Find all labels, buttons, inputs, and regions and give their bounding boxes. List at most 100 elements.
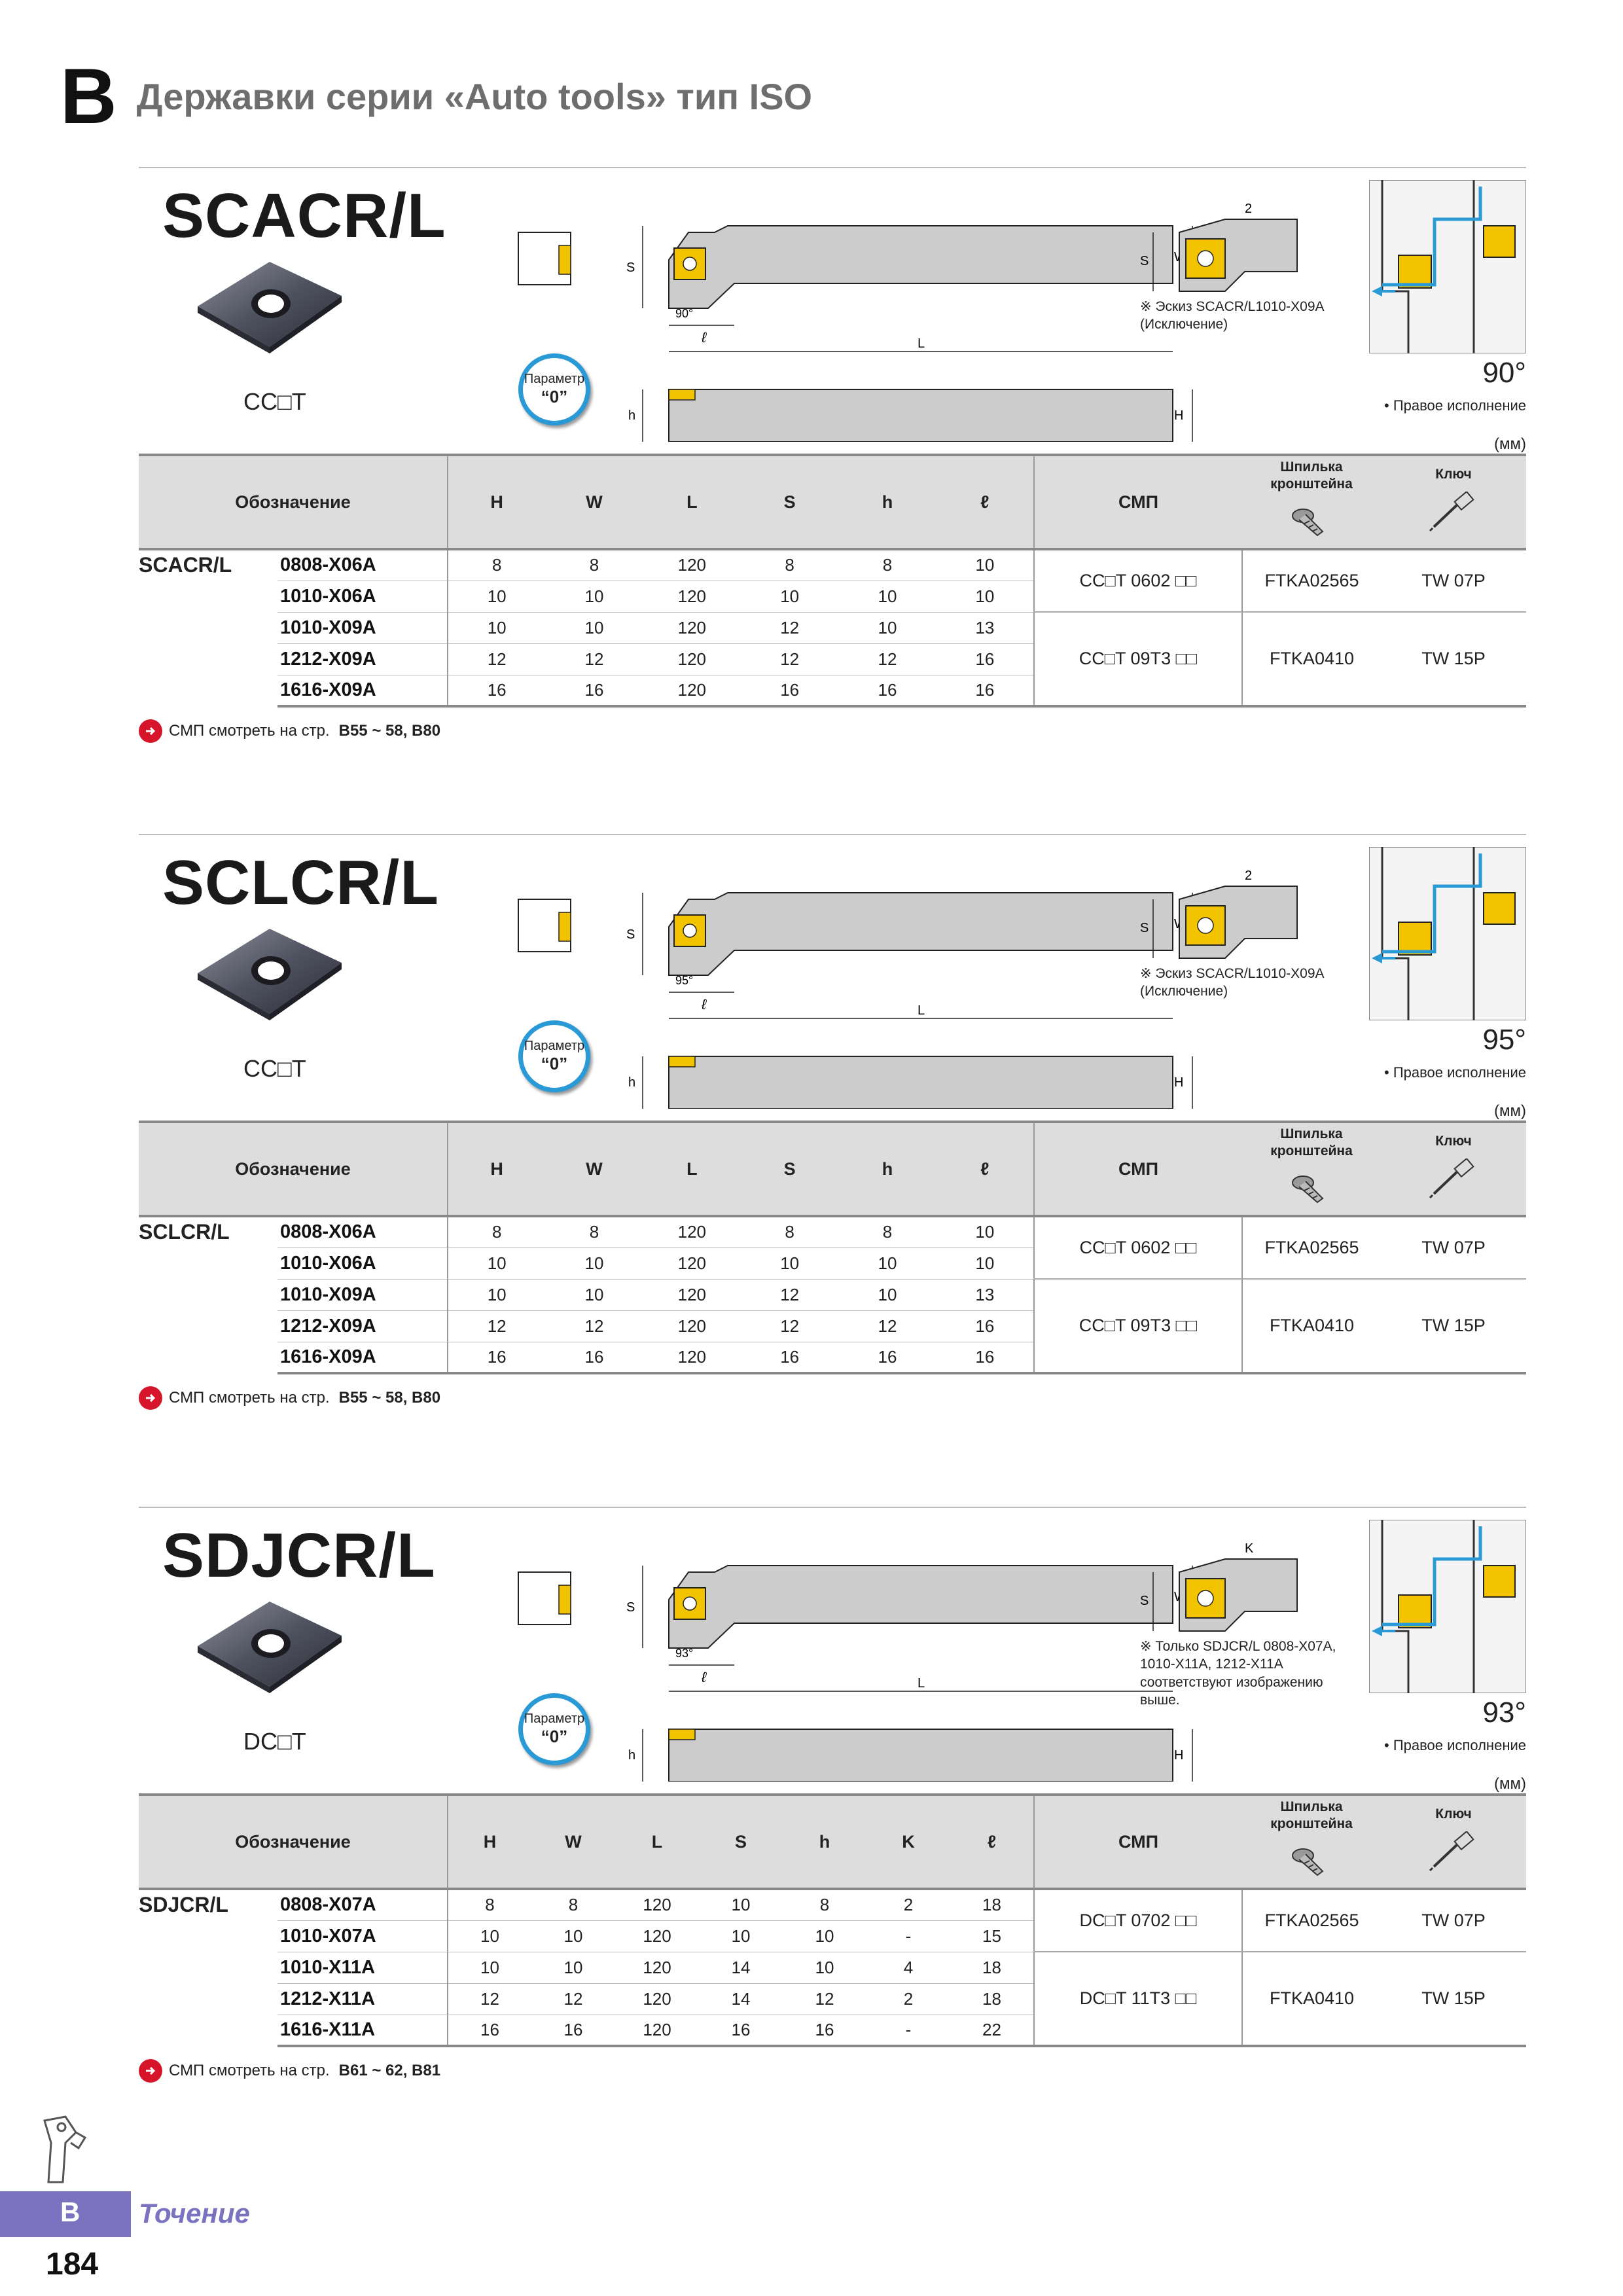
header-key: Ключ <box>1380 454 1526 550</box>
reference-pages: B55 ~ 58, B80 <box>338 722 441 740</box>
cutting-angle: 95° <box>1482 1024 1526 1056</box>
drawing-note: ※ Эскиз SCACR/L1010-X09A (Исключение) <box>1140 966 1324 999</box>
cell-l: 16 <box>936 643 1034 675</box>
dim-h: h <box>628 1748 635 1763</box>
hand-note: • Правое исполнение <box>1384 397 1526 414</box>
header-key-label: Ключ <box>1435 1806 1472 1821</box>
screw-spec: FTKA0410 <box>1241 612 1381 708</box>
dim-s: S <box>626 1600 635 1615</box>
machining-illustration <box>1369 847 1526 1020</box>
insert-reference: СМП смотреть на стр. B61 ~ 62, B81 <box>139 2059 440 2083</box>
turning-tool-icon <box>39 2114 92 2186</box>
parameter-badge: Параметр “0” <box>518 1693 590 1765</box>
cell-l: 16 <box>936 1342 1034 1374</box>
cell-w: 12 <box>531 1983 616 2015</box>
header-key: Ключ <box>1381 1793 1527 1890</box>
header-h: h <box>838 454 936 550</box>
header-h: H <box>447 1793 532 1890</box>
family-name: SCACR/L <box>139 553 232 577</box>
cell-h: 16 <box>447 1342 546 1374</box>
cell-s: 16 <box>741 675 839 708</box>
cell-s: 16 <box>699 2015 783 2047</box>
model-code: 1616-X09A <box>277 675 448 708</box>
header-l: ℓ <box>936 454 1034 550</box>
cell-h: 16 <box>838 675 936 708</box>
insert-type-label: CC□T <box>243 388 306 415</box>
cell-k: 4 <box>866 1952 951 1984</box>
header-screw-label: Шпилька кронштейна <box>1270 459 1353 492</box>
parameter-badge: Параметр “0” <box>518 1020 590 1092</box>
cell-w: 8 <box>545 549 643 581</box>
key-icon <box>1429 1830 1474 1872</box>
header-l: L <box>615 1793 700 1890</box>
dim-h: h <box>628 408 635 423</box>
cell-h: 10 <box>447 1952 532 1984</box>
insert-spec: DC□T 0702 □□ <box>1033 1889 1243 1952</box>
parameter-value: “0” <box>541 1727 568 1746</box>
section-divider <box>139 834 1526 835</box>
dim-H: H <box>1174 408 1183 423</box>
cell-h: 10 <box>447 581 546 613</box>
cell-h: 12 <box>783 1983 867 2015</box>
product-section-3: SDJCR/L DC□T S W <box>139 1507 1527 2083</box>
cell-h: 8 <box>783 1889 867 1921</box>
model-code: 1212-X09A <box>277 1310 448 1342</box>
header-screw: Шпилька кронштейна <box>1241 1121 1381 1217</box>
model-code: 1010-X09A <box>277 612 448 644</box>
cell-h: 16 <box>783 2015 867 2047</box>
header-screw: Шпилька кронштейна <box>1242 1793 1382 1890</box>
parameter-label: Параметр <box>524 1712 585 1726</box>
cell-w: 10 <box>545 581 643 613</box>
exception-sketch: S 2 <box>1140 202 1298 292</box>
cell-k: - <box>866 1920 951 1952</box>
arrow-right-icon <box>139 2059 162 2083</box>
cell-l: 120 <box>643 549 741 581</box>
model-code: 0808-X06A <box>277 1216 448 1248</box>
cell-l: 22 <box>950 2015 1035 2047</box>
reference-text: СМП смотреть на стр. <box>169 722 330 740</box>
parameter-value: “0” <box>541 387 568 406</box>
key-spec: TW 07P <box>1380 1216 1526 1280</box>
cell-l: 10 <box>936 581 1034 613</box>
cell-l: 120 <box>615 2015 700 2047</box>
machining-illustration <box>1369 1520 1526 1693</box>
insert-spec: CC□T 09T3 □□ <box>1033 1279 1242 1374</box>
arrow-right-icon <box>139 719 162 743</box>
screw-spec: FTKA02565 <box>1241 1889 1382 1952</box>
cell-l: 10 <box>936 1216 1034 1248</box>
footer-category: Точение <box>139 2198 250 2229</box>
cell-w: 10 <box>545 612 643 644</box>
family-name: SCLCR/L <box>139 1220 230 1244</box>
product-name: SDJCR/L <box>162 1520 436 1590</box>
cell-h: 8 <box>447 549 546 581</box>
tool-drawing: S W 95° ℓ L h H <box>518 892 1193 1109</box>
product-name: SCACR/L <box>162 181 446 251</box>
header-w: W <box>545 1121 643 1217</box>
cell-h: 12 <box>447 1983 532 2015</box>
cell-h: 10 <box>447 1247 546 1280</box>
cell-h: 10 <box>783 1920 867 1952</box>
cell-h: 10 <box>783 1952 867 1984</box>
cell-w: 10 <box>545 1279 643 1311</box>
header-w: W <box>545 454 643 550</box>
cell-l: 10 <box>936 549 1034 581</box>
header-designation: Обозначение <box>139 1121 448 1217</box>
key-icon <box>1429 490 1474 532</box>
insert-spec: DC□T 11T3 □□ <box>1033 1952 1243 2047</box>
section-letter: B <box>60 52 117 140</box>
screw-spec: FTKA0410 <box>1241 1952 1382 2047</box>
dim-H: H <box>1174 1075 1183 1090</box>
screw-spec: FTKA0410 <box>1241 1279 1381 1374</box>
model-code: 1616-X09A <box>277 1342 448 1374</box>
cell-s: 8 <box>741 549 839 581</box>
model-code: 1010-X09A <box>277 1279 448 1311</box>
header-l: L <box>643 1121 741 1217</box>
cell-l: 13 <box>936 1279 1034 1311</box>
insert-image <box>198 929 342 1020</box>
dim-angle: 93° <box>675 1647 693 1660</box>
